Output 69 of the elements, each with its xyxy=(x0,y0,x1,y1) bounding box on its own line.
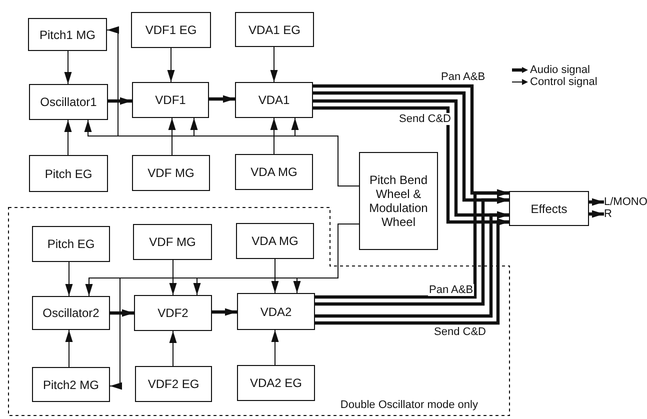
arrow xyxy=(167,48,175,82)
box-label: VDA MG xyxy=(252,234,298,248)
arrow xyxy=(64,120,72,156)
legend-label: Audio signal xyxy=(529,64,591,76)
box-label: Pitch2 MG xyxy=(42,378,99,392)
process-box xyxy=(235,82,313,118)
arrow xyxy=(271,330,279,366)
output-label: L/MONO xyxy=(604,196,647,209)
arrow xyxy=(108,97,132,105)
box-label: Oscillator1 xyxy=(40,95,97,109)
arrow xyxy=(65,262,73,296)
arrow xyxy=(209,95,235,103)
arrow xyxy=(64,50,72,84)
process-box xyxy=(134,295,212,331)
arrow xyxy=(270,46,278,82)
box-label: VDF2 xyxy=(158,306,188,320)
process-box xyxy=(32,296,110,330)
box-label: Pitch1 MG xyxy=(39,28,96,42)
arrow xyxy=(291,118,360,186)
edge-label: Send C&D xyxy=(433,326,487,338)
edge-label: Pan A&B xyxy=(428,284,474,296)
process-box xyxy=(29,84,108,120)
arrow xyxy=(169,330,177,366)
edge-label: Pan A&B xyxy=(440,71,486,83)
arrow xyxy=(293,224,360,294)
process-box xyxy=(132,82,209,118)
box-label: Oscillator2 xyxy=(42,306,100,320)
box-label: VDF1 xyxy=(155,93,186,107)
box-label: Pitch EG xyxy=(44,166,92,180)
box-label: Pitch EG xyxy=(47,237,95,251)
arrow xyxy=(271,258,279,294)
arrow xyxy=(110,309,134,317)
box-label: VDA2 EG xyxy=(250,376,302,390)
process-box xyxy=(132,155,210,191)
process-box xyxy=(32,367,110,402)
region-note: Double Oscillator mode only xyxy=(340,398,478,412)
box-label: Effects xyxy=(530,202,568,216)
process-box xyxy=(237,365,315,401)
process-box xyxy=(359,152,438,250)
output-label: R xyxy=(604,208,612,221)
arrow xyxy=(212,308,237,316)
process-box xyxy=(32,226,110,262)
box-label: VDA2 xyxy=(260,304,292,318)
process-box xyxy=(135,366,212,402)
arrow xyxy=(65,330,73,368)
process-box xyxy=(235,154,313,190)
legend-label: Control signal xyxy=(529,76,598,88)
box-label: VDF2 EG xyxy=(148,377,200,391)
process-box xyxy=(29,155,108,192)
edge-label: Send C&D xyxy=(398,113,452,125)
arrow xyxy=(169,260,177,296)
box-label: VDF1 EG xyxy=(145,23,197,37)
box-label: VDF MG xyxy=(148,166,194,180)
box-label: VDA MG xyxy=(250,165,298,179)
process-box xyxy=(235,12,314,47)
process-box xyxy=(131,12,211,48)
box-label: Pitch Bend Wheel & Modulation Wheel xyxy=(368,173,429,229)
process-box xyxy=(509,191,589,226)
box-label: VDA1 xyxy=(258,93,290,107)
process-box xyxy=(28,18,107,51)
box-label: VDA1 EG xyxy=(248,22,301,36)
arrow xyxy=(270,118,278,154)
arrow xyxy=(589,210,604,218)
process-box xyxy=(236,223,314,259)
process-box xyxy=(133,224,212,260)
arrow xyxy=(168,118,176,156)
process-box xyxy=(237,293,315,330)
box-label: VDF MG xyxy=(149,235,196,249)
arrow xyxy=(589,198,604,206)
